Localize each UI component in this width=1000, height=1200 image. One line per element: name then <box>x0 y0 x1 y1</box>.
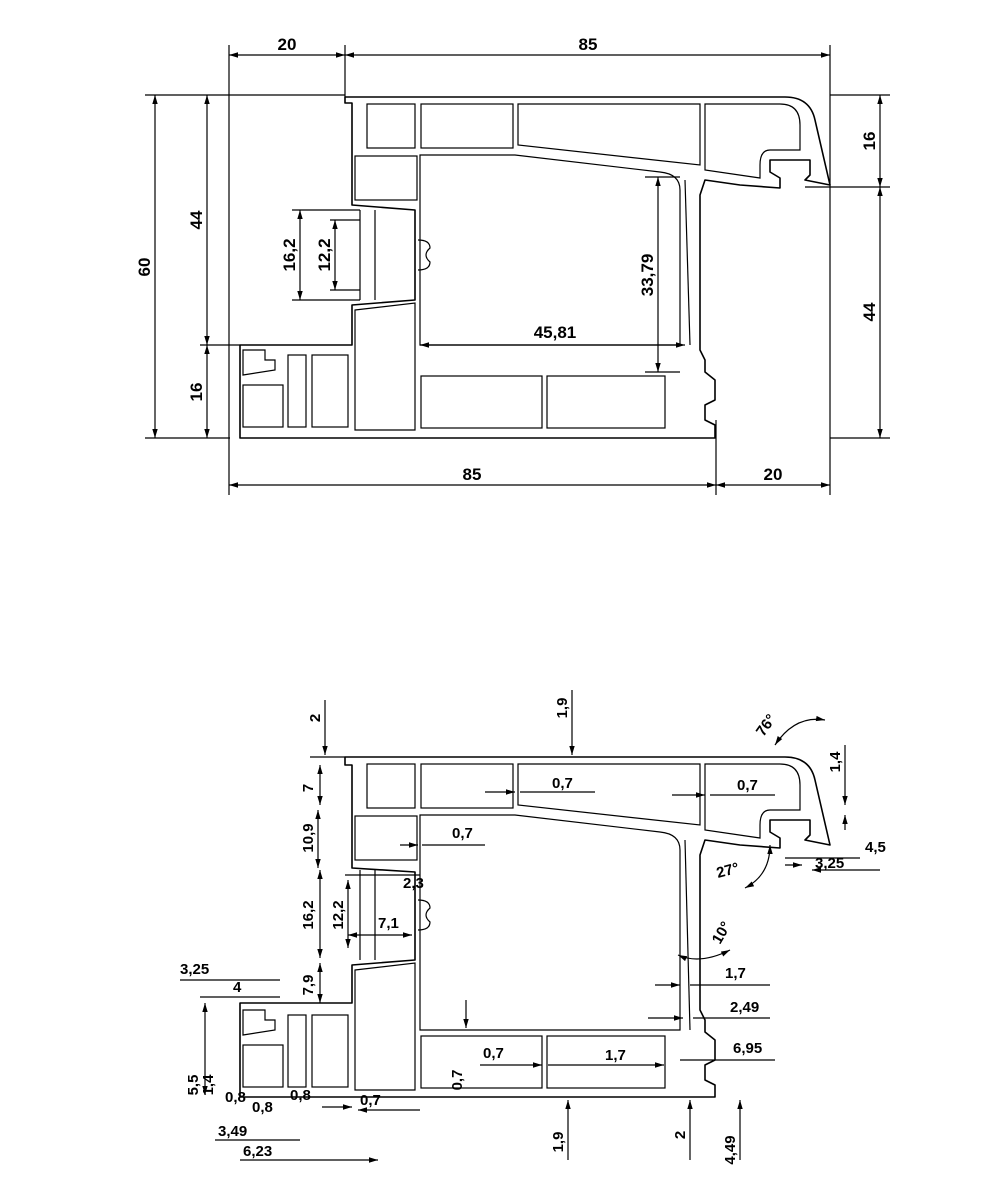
dim-0-8-b: 0,8 <box>252 1099 273 1116</box>
dim-6-23: 6,23 <box>243 1143 272 1160</box>
dim-4-49: 4,49 <box>722 1135 739 1164</box>
dim-bottom-85: 85 <box>463 465 482 484</box>
dim-27deg: 27° <box>715 860 741 882</box>
dim-0-7-b: 0,7 <box>737 777 758 794</box>
dim-right-44: 44 <box>860 302 879 321</box>
dim-0-7-c: 0,7 <box>452 825 473 842</box>
dim-10deg: 10° <box>709 919 735 947</box>
dim-12-2: 12,2 <box>315 238 334 271</box>
dim-5-5: 5,5 <box>185 1075 202 1096</box>
dim-7: 7 <box>300 784 317 792</box>
dim-10-9: 10,9 <box>300 823 317 852</box>
dim-right-16: 16 <box>860 132 879 151</box>
dim-33-79: 33,79 <box>638 254 657 297</box>
dim-12-2-b: 12,2 <box>330 900 347 929</box>
dim-0-7-a: 0,7 <box>552 775 573 792</box>
dim-7-1: 7,1 <box>378 915 399 932</box>
dim-3-25-r: 3,25 <box>815 855 844 872</box>
bottom-profile-section <box>239 756 831 1098</box>
dim-0-7-d: 0,7 <box>483 1045 504 1062</box>
dim-left-60: 60 <box>135 258 154 277</box>
dim-45-81: 45,81 <box>534 323 577 342</box>
dim-1-9-top: 1,9 <box>554 698 571 719</box>
dim-3-25-l: 3,25 <box>180 961 209 978</box>
dim-1-7-b: 1,7 <box>605 1047 626 1064</box>
dim-4-5: 4,5 <box>865 839 886 856</box>
dim-3-49: 3,49 <box>218 1123 247 1140</box>
dim-2-3: 2,3 <box>403 875 424 892</box>
dim-4: 4 <box>233 979 242 996</box>
dim-left-16: 16 <box>187 383 206 402</box>
dim-0-7-v: 0,7 <box>449 1070 466 1091</box>
dim-1-4: 1,4 <box>827 751 844 773</box>
dim-0-8-c: 0,8 <box>290 1087 311 1104</box>
dim-76deg: 76° <box>753 711 780 739</box>
dim-16-2-b: 16,2 <box>300 900 317 929</box>
dim-0-8-a: 0,8 <box>225 1089 246 1106</box>
dim-6-95: 6,95 <box>733 1040 762 1057</box>
dim-7-9: 7,9 <box>300 975 317 996</box>
dim-2-top: 2 <box>307 714 324 722</box>
dim-2-49: 2,49 <box>730 999 759 1016</box>
dim-1-9-bot: 1,9 <box>550 1132 567 1153</box>
dim-1-7-a: 1,7 <box>725 965 746 982</box>
dim-16-2: 16,2 <box>280 238 299 271</box>
dim-1-4-l: 1,4 <box>200 1074 217 1096</box>
dim-top-20: 20 <box>278 35 297 54</box>
dim-top-85: 85 <box>579 35 598 54</box>
top-dimensions: 20 85 60 44 16 16,2 12,2 33,79 45,81 16 … <box>135 35 890 495</box>
dim-left-44: 44 <box>187 210 206 229</box>
bottom-dimensions: 2 1,9 76° 1,4 7 0,7 0,7 0,7 10,9 4,5 3,2… <box>180 690 886 1165</box>
dim-2-bot: 2 <box>672 1131 689 1139</box>
dim-bottom-20: 20 <box>764 465 783 484</box>
top-profile-section <box>239 96 831 439</box>
dim-0-7-e: 0,7 <box>360 1092 381 1109</box>
